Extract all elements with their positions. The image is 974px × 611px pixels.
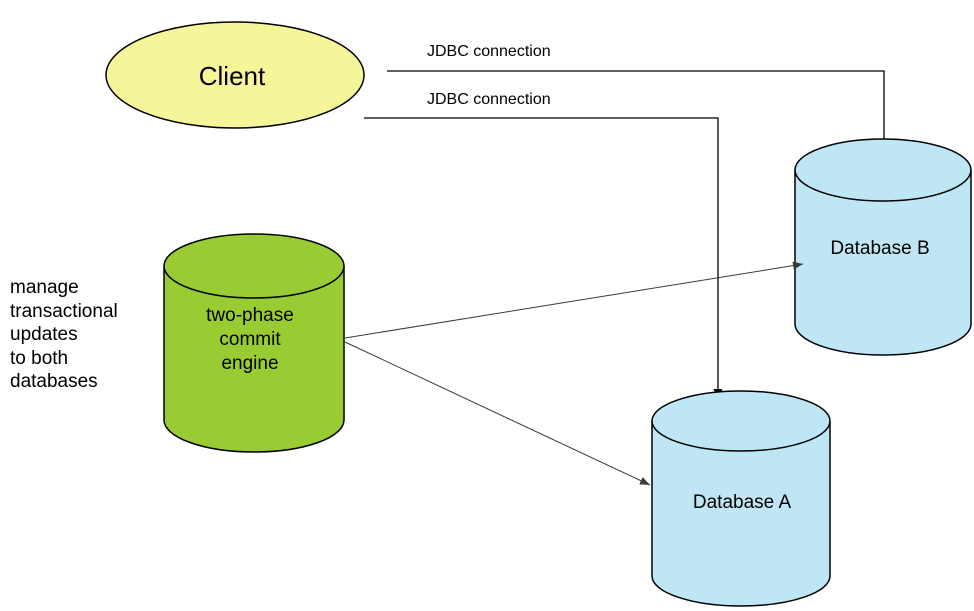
- side-note-line: manage: [10, 277, 79, 298]
- client-node: Client: [105, 21, 365, 129]
- engine-label-line-1: two-phase: [206, 305, 294, 326]
- client-ellipse: [105, 21, 365, 129]
- engine-body: [163, 266, 345, 453]
- database-a-top: [651, 390, 831, 452]
- engine-node: two-phase commit engine: [163, 233, 345, 453]
- side-note-line: transactional: [10, 300, 118, 322]
- database-a-node: Database A: [651, 390, 831, 607]
- jdbc-connection-a-label: JDBC connection: [427, 91, 551, 108]
- database-b-body: [794, 170, 972, 356]
- database-a-label: Database A: [693, 492, 792, 513]
- database-b-label: Database B: [830, 238, 929, 259]
- side-note-line: to both: [10, 347, 69, 369]
- database-b-top: [794, 138, 972, 202]
- database-a-body: [651, 421, 831, 607]
- engine-top: [163, 233, 345, 299]
- engine-label-line-3: engine: [221, 353, 278, 374]
- jdbc-connection-a: JDBC connection: [364, 91, 723, 398]
- engine-label-line-2: commit: [219, 329, 281, 350]
- engine-to-database-b-line: [344, 261, 804, 339]
- database-b-node: Database B: [794, 138, 972, 356]
- engine-to-database-a-line: [344, 341, 651, 486]
- side-note: manage transactional updates to both dat…: [10, 276, 160, 394]
- jdbc-connection-b-label: JDBC connection: [427, 43, 551, 60]
- side-note-line: updates: [10, 324, 78, 345]
- client-label: Client: [199, 61, 266, 91]
- jdbc-connection-a-line: [364, 117, 723, 398]
- side-note-line: databases: [10, 371, 98, 392]
